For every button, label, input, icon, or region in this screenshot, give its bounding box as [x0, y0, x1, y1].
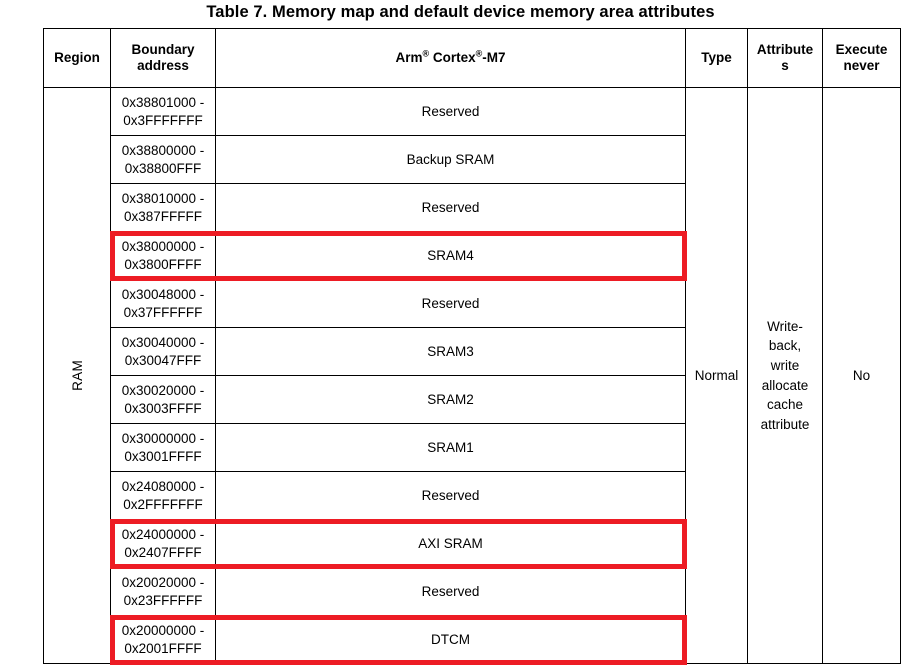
address-end: 0x2407FFFF: [124, 544, 202, 560]
table-row: 0x24000000 - 0x2407FFFF AXI SRAM: [44, 519, 901, 568]
address-end: 0x3001FFFF: [124, 448, 202, 464]
cell-memory-area-name: Reserved: [215, 567, 686, 616]
table-row: 0x38800000 - 0x38800FFF Backup SRAM: [44, 135, 901, 184]
cell-region-ram: RAM: [43, 87, 111, 664]
cell-boundary-address: 0x30020000 - 0x3003FFFF: [110, 375, 216, 424]
address-start: 0x30020000 -: [121, 382, 205, 398]
address-end: 0x3800FFFF: [124, 256, 202, 272]
execute-never-header-line2: never: [843, 58, 880, 73]
table-row: 0x30020000 - 0x3003FFFF SRAM2: [44, 375, 901, 424]
cell-memory-area-name: Reserved: [215, 87, 686, 136]
address-start: 0x20020000 -: [121, 574, 205, 590]
registered-trademark-icon: ®: [422, 48, 430, 59]
table-header: Region Boundary address Arm® Cortex®-M7 …: [43, 28, 901, 88]
cell-boundary-address: 0x30048000 - 0x37FFFFFF: [110, 279, 216, 328]
attributes-line: write: [770, 357, 800, 373]
table-row: 0x30040000 - 0x30047FFF SRAM3: [44, 327, 901, 376]
cell-attributes: Write-back, write allocate cache attribute: [747, 87, 823, 664]
cell-boundary-address: 0x30040000 - 0x30047FFF: [110, 327, 216, 376]
address-start: 0x38010000 -: [121, 190, 205, 206]
core-header-part2: Cortex: [429, 50, 476, 66]
address-end: 0x30047FFF: [124, 352, 202, 368]
cell-boundary-address: 0x24000000 - 0x2407FFFF: [110, 519, 216, 568]
table-row: 0x24080000 - 0x2FFFFFFF Reserved: [44, 471, 901, 520]
table-caption: Table 7. Memory map and default device m…: [206, 3, 715, 21]
cell-memory-area-name: Backup SRAM: [215, 135, 686, 184]
cell-type: Normal: [685, 87, 748, 664]
cell-memory-area-name: SRAM1: [215, 423, 686, 472]
address-end: 0x23FFFFFF: [123, 592, 203, 608]
address-start: 0x24080000 -: [121, 478, 205, 494]
cell-boundary-address: 0x24080000 - 0x2FFFFFFF: [110, 471, 216, 520]
column-header-core: Arm® Cortex®-M7: [215, 28, 686, 88]
attributes-header-line2: s: [781, 58, 789, 73]
attributes-header-line1: Attribute: [756, 42, 814, 58]
cell-memory-area-name: SRAM4: [215, 231, 686, 280]
address-start: 0x24000000 -: [121, 526, 205, 542]
address-start: 0x38800000 -: [121, 142, 205, 158]
address-end: 0x3FFFFFFF: [123, 112, 203, 128]
address-start: 0x30040000 -: [121, 334, 205, 350]
core-header-part3: -M7: [482, 50, 506, 66]
table-row: 0x38000000 - 0x3800FFFF SRAM4: [44, 231, 901, 280]
boundary-header-line2: address: [137, 58, 189, 73]
column-header-type: Type: [685, 28, 748, 88]
cell-boundary-address: 0x30000000 - 0x3001FFFF: [110, 423, 216, 472]
cell-memory-area-name: Reserved: [215, 471, 686, 520]
cell-memory-area-name: DTCM: [215, 615, 686, 664]
table-row: 0x20000000 - 0x2001FFFF DTCM: [44, 615, 901, 664]
cell-boundary-address: 0x20020000 - 0x23FFFFFF: [110, 567, 216, 616]
address-start: 0x20000000 -: [121, 622, 205, 638]
cell-execute-never: No: [822, 87, 901, 664]
column-header-boundary-address: Boundary address: [110, 28, 216, 88]
address-end: 0x37FFFFFF: [123, 304, 203, 320]
attributes-line: Write-: [767, 318, 803, 334]
core-header-part1: Arm: [395, 50, 423, 66]
address-end: 0x3003FFFF: [124, 400, 202, 416]
address-end: 0x2001FFFF: [124, 640, 202, 656]
cell-memory-area-name: AXI SRAM: [215, 519, 686, 568]
address-end: 0x387FFFFF: [123, 208, 202, 224]
cell-boundary-address: 0x38000000 - 0x3800FFFF: [110, 231, 216, 280]
address-end: 0x38800FFF: [124, 160, 202, 176]
attributes-line: allocate: [761, 377, 809, 393]
cell-boundary-address: 0x38800000 - 0x38800FFF: [110, 135, 216, 184]
column-header-execute-never: Execute never: [822, 28, 901, 88]
cell-memory-area-name: Reserved: [215, 183, 686, 232]
column-header-attributes: Attribute s: [747, 28, 823, 88]
address-start: 0x38000000 -: [121, 238, 205, 254]
memory-map-table: Region Boundary address Arm® Cortex®-M7 …: [43, 28, 901, 664]
cell-boundary-address: 0x20000000 - 0x2001FFFF: [110, 615, 216, 664]
registered-trademark-icon-2: ®: [475, 48, 483, 59]
address-start: 0x30048000 -: [121, 286, 205, 302]
cell-boundary-address: 0x38010000 - 0x387FFFFF: [110, 183, 216, 232]
column-header-region: Region: [43, 28, 111, 88]
attributes-line: attribute: [760, 416, 810, 432]
address-start: 0x30000000 -: [121, 430, 205, 446]
address-start: 0x38801000 -: [121, 94, 205, 110]
attributes-line: cache: [766, 397, 804, 413]
region-label-ram: RAM: [69, 360, 85, 391]
cell-memory-area-name: SRAM2: [215, 375, 686, 424]
address-end: 0x2FFFFFFF: [123, 496, 203, 512]
cell-boundary-address: 0x38801000 - 0x3FFFFFFF: [110, 87, 216, 136]
execute-never-header-line1: Execute: [835, 42, 888, 58]
attributes-line: back,: [768, 338, 802, 354]
cell-memory-area-name: SRAM3: [215, 327, 686, 376]
header-row: Region Boundary address Arm® Cortex®-M7 …: [43, 28, 901, 88]
cell-memory-area-name: Reserved: [215, 279, 686, 328]
boundary-header-line1: Boundary: [131, 42, 195, 58]
